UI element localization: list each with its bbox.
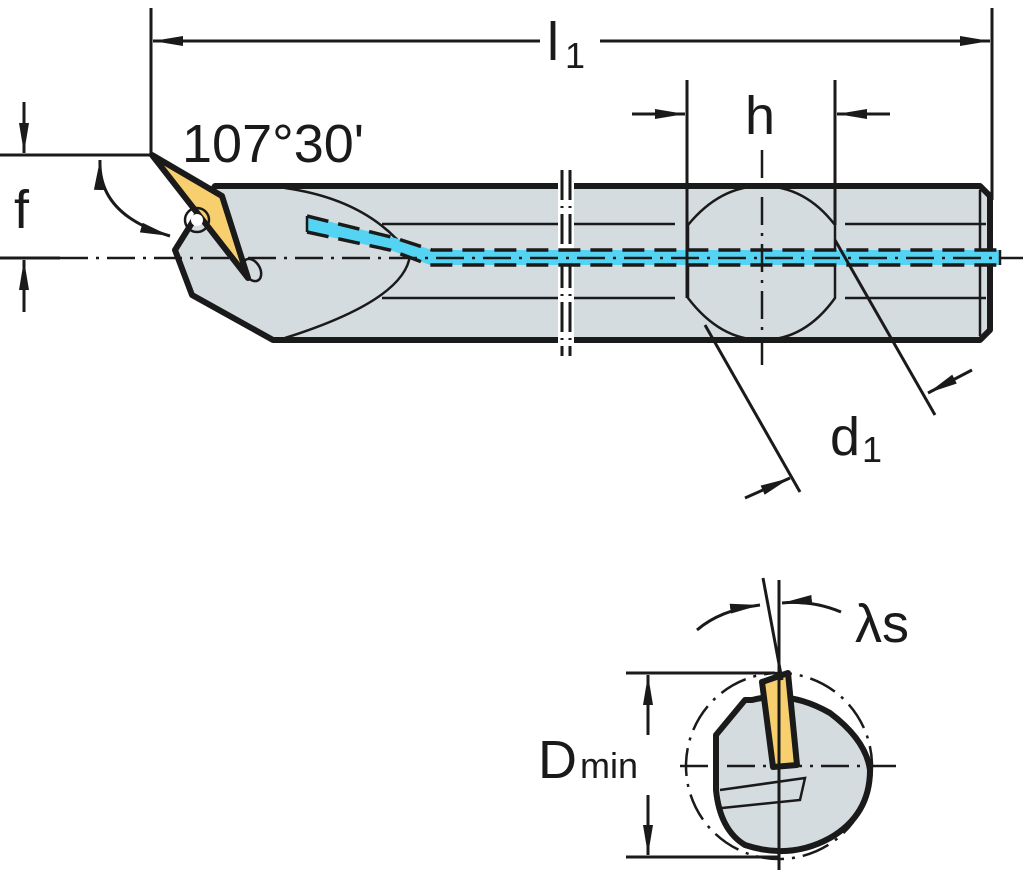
- end-view: λs D min: [538, 577, 909, 870]
- shank-height-label: h: [745, 86, 775, 146]
- d1-arrow-left: [744, 476, 791, 500]
- min-bore-subscript: min: [580, 745, 638, 786]
- d1-arrow-right: [927, 368, 973, 395]
- boring-bar-body: [60, 150, 1023, 365]
- approach-angle-dimension: 107°30': [93, 114, 364, 238]
- coolant-upper-edge: [306, 214, 1000, 252]
- overall-length-dimension: l 1: [149, 8, 994, 200]
- shank-height-dimension: h: [632, 80, 890, 298]
- angle-arc: [93, 159, 171, 238]
- inclination-line: [761, 577, 784, 681]
- shank-diameter-label: d: [830, 407, 860, 467]
- shank-cross-section: [686, 184, 837, 342]
- offset-label: f: [14, 180, 30, 240]
- approach-angle-label: 107°30': [182, 114, 364, 174]
- d1-extension-right: [833, 239, 937, 416]
- overall-length-subscript: 1: [565, 35, 585, 76]
- coolant-fill: [307, 216, 1000, 265]
- lambda-arrow-left: [696, 603, 761, 632]
- min-bore-label: D: [538, 730, 577, 790]
- shank-diameter-dimension: d 1: [703, 239, 973, 500]
- pocket-edge: [719, 776, 807, 810]
- insert-relief: [241, 257, 263, 283]
- cutting-insert: [149, 152, 263, 283]
- overall-length-label: l: [547, 12, 559, 72]
- lambda-arrow-right: [781, 595, 842, 614]
- insert-screw-outer: [183, 206, 211, 234]
- offset-dimension: f: [0, 102, 151, 312]
- d1-extension-left: [703, 324, 802, 493]
- inclination-angle-label: λs: [855, 594, 909, 654]
- shank-diameter-subscript: 1: [862, 429, 882, 470]
- screw-icon: [191, 214, 203, 226]
- bar-end-section: [713, 693, 873, 855]
